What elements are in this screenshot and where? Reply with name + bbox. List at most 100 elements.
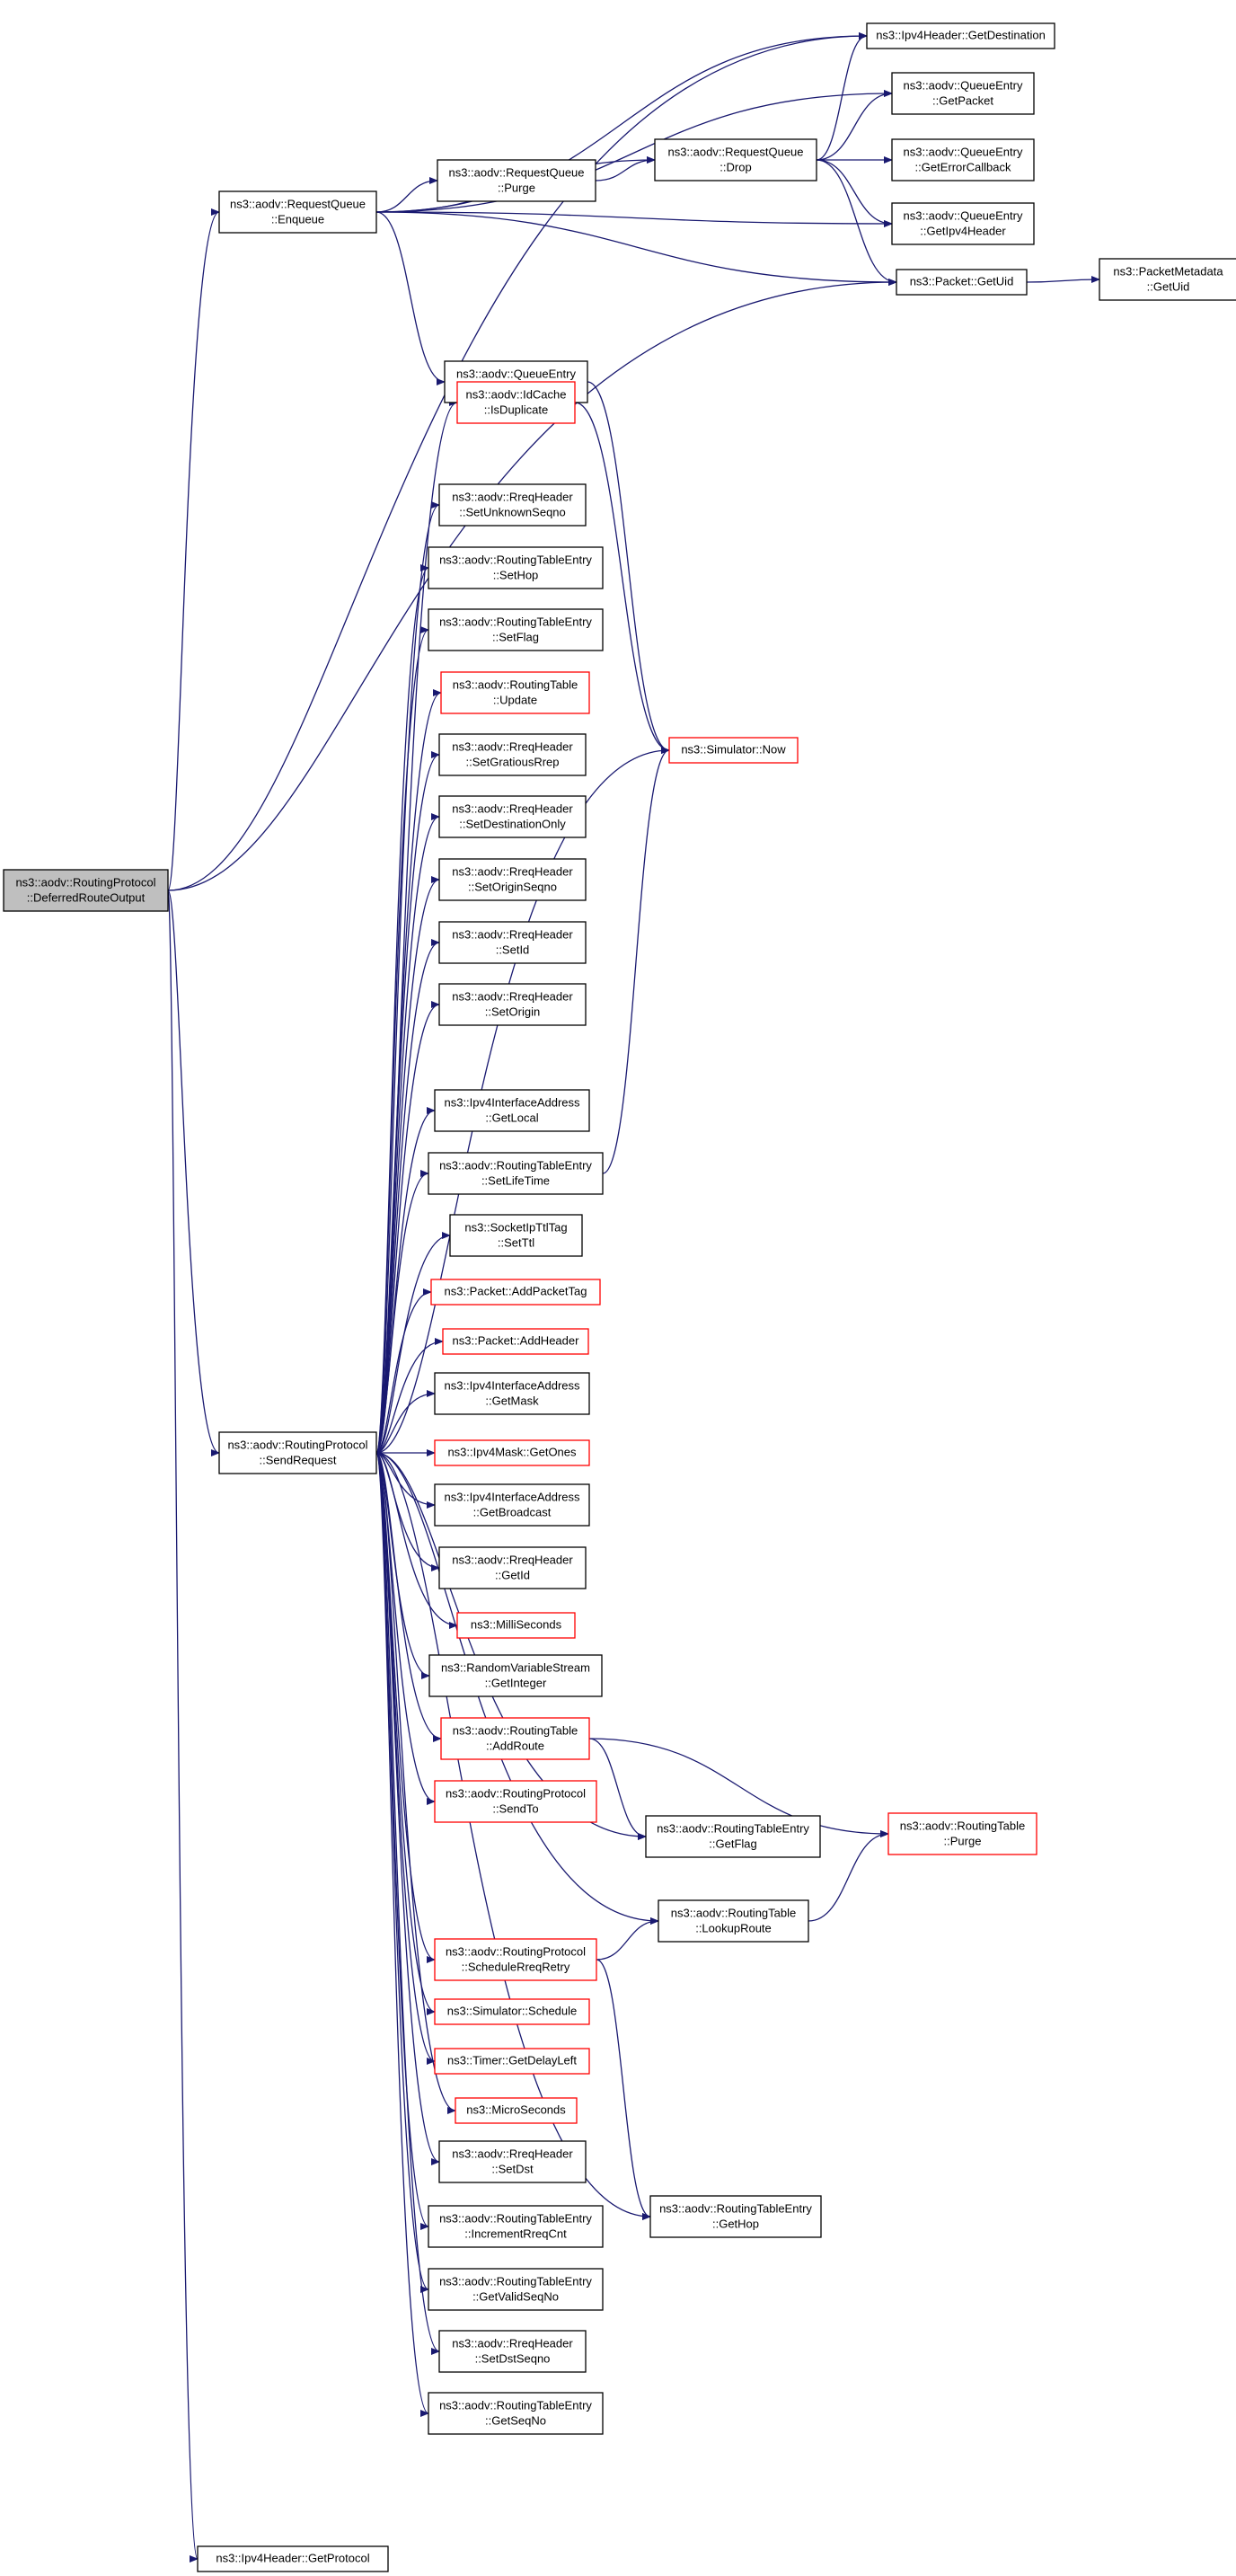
node-get-mask[interactable]: ns3::Ipv4InterfaceAddress::GetMask — [434, 1372, 590, 1415]
node-layer: ns3::aodv::RoutingProtocol::DeferredRout… — [3, 22, 1236, 2572]
node-box — [3, 869, 169, 912]
node-label: ns3::Packet::AddHeader — [453, 1333, 580, 1347]
node-get-valid-seq-no[interactable]: ns3::aodv::RoutingTableEntry::GetValidSe… — [428, 2268, 604, 2311]
node-label: ::SetOrigin — [485, 1005, 540, 1018]
edge-enqueue-to-get_ipv4_header — [375, 211, 893, 227]
edge-send_request-to-set_dst — [375, 1452, 440, 2165]
node-enqueue[interactable]: ns3::aodv::RequestQueue::Enqueue — [218, 190, 377, 234]
node-milli-seconds[interactable]: ns3::MilliSeconds — [456, 1612, 576, 1639]
node-label: ::ScheduleRreqRetry — [462, 1960, 570, 1973]
node-get-ones[interactable]: ns3::Ipv4Mask::GetOnes — [434, 1439, 590, 1466]
node-label: ns3::aodv::RoutingTableEntry — [439, 2274, 592, 2288]
node-add-packet-tag[interactable]: ns3::Packet::AddPacketTag — [430, 1279, 601, 1306]
node-label: ::SetGratiousRrep — [465, 755, 559, 768]
node-label: ns3::RandomVariableStream — [441, 1660, 590, 1674]
node-label: ns3::aodv::RoutingTableEntry — [659, 2201, 812, 2215]
node-send-request[interactable]: ns3::aodv::RoutingProtocol::SendRequest — [218, 1431, 377, 1474]
node-get-protocol[interactable]: ns3::Ipv4Header::GetProtocol — [197, 2545, 389, 2572]
node-get-hop[interactable]: ns3::aodv::RoutingTableEntry::GetHop — [649, 2195, 822, 2238]
node-box — [434, 1089, 590, 1132]
node-rt-purge[interactable]: ns3::aodv::RoutingTable::Purge — [887, 1812, 1037, 1855]
node-set-dst[interactable]: ns3::aodv::RreqHeader::SetDst — [438, 2140, 587, 2183]
node-set-origin-seqno[interactable]: ns3::aodv::RreqHeader::SetOriginSeqno — [438, 858, 587, 901]
node-set-ttl[interactable]: ns3::SocketIpTtlTag::SetTtl — [449, 1214, 583, 1257]
node-box — [440, 671, 590, 714]
node-get-delay-left[interactable]: ns3::Timer::GetDelayLeft — [434, 2048, 590, 2075]
edge-send_request-to-set_life_time — [375, 1170, 429, 1454]
node-box — [218, 1431, 377, 1474]
node-schedule-rreq-retry[interactable]: ns3::aodv::RoutingProtocol::ScheduleRreq… — [434, 1938, 597, 1981]
node-increment-rreq-cnt[interactable]: ns3::aodv::RoutingTableEntry::IncrementR… — [428, 2205, 604, 2248]
node-get-packet[interactable]: ns3::aodv::QueueEntry::GetPacket — [891, 72, 1035, 115]
node-label: ns3::aodv::QueueEntry — [904, 145, 1023, 158]
node-label: ns3::aodv::QueueEntry — [904, 78, 1023, 92]
node-box — [866, 22, 1055, 49]
node-set-dst-seqno[interactable]: ns3::aodv::RreqHeader::SetDstSeqno — [438, 2330, 587, 2373]
node-label: ns3::aodv::RequestQueue — [230, 197, 366, 210]
node-label: ns3::aodv::RoutingTableEntry — [439, 2211, 592, 2225]
node-get-integer[interactable]: ns3::RandomVariableStream::GetInteger — [428, 1654, 603, 1697]
node-label: ns3::aodv::RreqHeader — [452, 927, 573, 941]
node-get-id[interactable]: ns3::aodv::RreqHeader::GetId — [438, 1546, 587, 1589]
node-label: ::SetOriginSeqno — [468, 880, 557, 893]
edge-enqueue-to-packet_get_uid — [375, 211, 897, 286]
node-box — [218, 190, 377, 234]
node-label: ::SetTtl — [498, 1235, 534, 1249]
node-send-to[interactable]: ns3::aodv::RoutingProtocol::SendTo — [434, 1780, 597, 1823]
node-set-origin[interactable]: ns3::aodv::RreqHeader::SetOrigin — [438, 983, 587, 1026]
node-is-duplicate[interactable]: ns3::aodv::IdCache::IsDuplicate — [456, 381, 576, 424]
node-label: ns3::aodv::RreqHeader — [452, 801, 573, 815]
node-simulator-schedule[interactable]: ns3::Simulator::Schedule — [434, 1998, 590, 2025]
node-get-flag[interactable]: ns3::aodv::RoutingTableEntry::GetFlag — [645, 1815, 821, 1858]
node-label: ::DeferredRouteOutput — [27, 890, 146, 904]
node-get-seq-no[interactable]: ns3::aodv::RoutingTableEntry::GetSeqNo — [428, 2392, 604, 2435]
node-box — [658, 1899, 809, 1943]
node-box — [449, 1214, 583, 1257]
node-box — [654, 138, 817, 181]
node-label: ns3::Ipv4InterfaceAddress — [444, 1490, 580, 1503]
node-set-gratious-rrep[interactable]: ns3::aodv::RreqHeader::SetGratiousRrep — [438, 733, 587, 776]
node-micro-seconds[interactable]: ns3::MicroSeconds — [455, 2097, 578, 2124]
node-label: ::GetValidSeqNo — [472, 2289, 559, 2303]
node-label: ::GetIpv4Header — [920, 224, 1006, 237]
node-lookup-route[interactable]: ns3::aodv::RoutingTable::LookupRoute — [658, 1899, 809, 1943]
node-label: ns3::Ipv4Mask::GetOnes — [447, 1445, 577, 1458]
node-get-local[interactable]: ns3::Ipv4InterfaceAddress::GetLocal — [434, 1089, 590, 1132]
node-set-hop[interactable]: ns3::aodv::RoutingTableEntry::SetHop — [428, 546, 604, 589]
node-get-ipv4-header[interactable]: ns3::aodv::QueueEntry::GetIpv4Header — [891, 202, 1035, 245]
node-add-route[interactable]: ns3::aodv::RoutingTable::AddRoute — [440, 1717, 590, 1760]
node-get-error-callback[interactable]: ns3::aodv::QueueEntry::GetErrorCallback — [891, 138, 1035, 181]
node-get-broadcast[interactable]: ns3::Ipv4InterfaceAddress::GetBroadcast — [434, 1483, 590, 1527]
node-packet-get-uid[interactable]: ns3::Packet::GetUid — [896, 269, 1028, 296]
node-label: ::SetHop — [493, 568, 539, 581]
node-set-id[interactable]: ns3::aodv::RreqHeader::SetId — [438, 921, 587, 964]
node-packet-metadata-get-uid[interactable]: ns3::PacketMetadata::GetUid — [1099, 258, 1236, 301]
node-box — [428, 608, 604, 651]
node-box — [434, 1938, 597, 1981]
node-add-header[interactable]: ns3::Packet::AddHeader — [442, 1328, 589, 1355]
edge-root-to-get_protocol — [167, 890, 199, 2563]
node-box — [456, 1612, 576, 1639]
node-rq-drop[interactable]: ns3::aodv::RequestQueue::Drop — [654, 138, 817, 181]
node-box — [197, 2545, 389, 2572]
node-label: ::SetId — [496, 943, 530, 956]
node-set-life-time[interactable]: ns3::aodv::RoutingTableEntry::SetLifeTim… — [428, 1152, 604, 1195]
node-simulator-now[interactable]: ns3::Simulator::Now — [668, 737, 799, 764]
node-label: ::LookupRoute — [695, 1921, 772, 1934]
edge-rq_drop-to-get_ipv4_header — [816, 159, 893, 227]
node-set-flag[interactable]: ns3::aodv::RoutingTableEntry::SetFlag — [428, 608, 604, 651]
node-rq-purge[interactable]: ns3::aodv::RequestQueue::Purge — [437, 159, 596, 202]
node-box — [430, 1279, 601, 1306]
node-get-destination[interactable]: ns3::Ipv4Header::GetDestination — [866, 22, 1055, 49]
edge-send_request-to-set_dst_seqno — [375, 1452, 440, 2355]
node-label: ::SetDst — [491, 2162, 534, 2175]
edge-is_duplicate-to-simulator_now — [574, 402, 670, 754]
node-label: ns3::aodv::RoutingTable — [453, 1723, 578, 1737]
node-box — [428, 2392, 604, 2435]
node-rt-update[interactable]: ns3::aodv::RoutingTable::Update — [440, 671, 590, 714]
node-set-unknown-seqno[interactable]: ns3::aodv::RreqHeader::SetUnknownSeqno — [438, 483, 587, 527]
node-root[interactable]: ns3::aodv::RoutingProtocol::DeferredRout… — [3, 869, 169, 912]
node-label: ::Update — [493, 693, 537, 706]
node-set-destination-only[interactable]: ns3::aodv::RreqHeader::SetDestinationOnl… — [438, 795, 587, 838]
node-box — [434, 2048, 590, 2075]
